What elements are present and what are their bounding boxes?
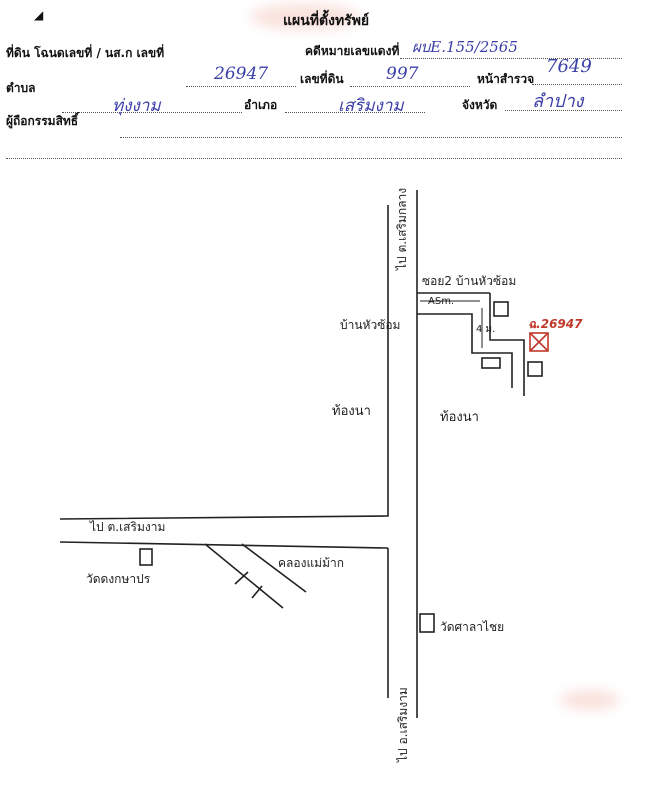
building [481, 357, 501, 369]
province-label: จังหวัด [462, 98, 498, 112]
plot-label: ฉ.26947 [528, 317, 583, 331]
plot-marker [529, 332, 549, 352]
dotted-line [62, 112, 242, 113]
parcel-label: เลขที่ดิน [300, 72, 344, 86]
corner-mark: ◢ [34, 8, 44, 22]
canal-label: คลองแม่ม้าก [278, 556, 345, 570]
dotted-line [120, 137, 622, 138]
paper-stain [250, 4, 360, 30]
soi-bottom-edge [417, 313, 513, 388]
building [527, 361, 543, 377]
temple-right-box [419, 613, 435, 633]
road-south-label: ไป อ.เสริมงาม [396, 687, 410, 762]
paper-stain [560, 690, 620, 710]
subdistrict-label: ตำบล [6, 81, 36, 95]
building [493, 301, 509, 317]
field-left-label: ท้องนา [332, 404, 371, 419]
owner-label: ผู้ถือกรรมสิทธิ์ [6, 114, 79, 128]
district-value: เสริมงาม [338, 96, 404, 116]
page-title: แผนที่ตั้งทรัพย์ [283, 13, 370, 29]
temple-right-label: วัดศาลาไชย [440, 620, 505, 634]
dotted-line [400, 58, 622, 59]
distance-label: ASm. [428, 296, 455, 307]
field-right-label: ท้องนา [440, 410, 479, 425]
main-road-west-edge [59, 205, 389, 520]
canal-cross-1 [234, 571, 249, 585]
canal-edge-right [241, 543, 307, 593]
road-north-label: ไป ต.เสริมกลาง [395, 187, 409, 270]
dotted-line [6, 158, 622, 159]
road-west-label: ไป ต.เสริมงาม [90, 520, 166, 534]
land-value: 26947 [214, 64, 269, 84]
west-road-lower-edge [59, 541, 389, 549]
district-label: อำเภอ [244, 98, 278, 112]
land-label: ที่ดิน โฉนดเลขที่ / นส.ก เลขที่ [6, 46, 165, 60]
survey-label: หน้าสำรวจ [477, 72, 535, 86]
lane-east-edge [489, 293, 525, 396]
parcel-value: 997 [386, 64, 419, 84]
dotted-line [532, 84, 622, 85]
subdistrict-value: ทุ่งงาม [112, 96, 161, 116]
case-no-value: ผบE.155/2565 [412, 38, 518, 56]
dotted-line [350, 86, 470, 87]
village-label: บ้านหัวซ้อม [340, 318, 401, 332]
lane-width-label: 4 ม. [476, 324, 496, 335]
dotted-line [285, 112, 425, 113]
temple-left-label: วัดดงกษาปร [86, 572, 151, 586]
case-no-label: คดีหมายเลขแดงที่ [305, 44, 400, 58]
dotted-line [186, 86, 296, 87]
temple-left-box [139, 548, 153, 566]
dotted-line [505, 110, 622, 111]
canal-cross-2 [251, 585, 263, 599]
plot-marker-cross [529, 332, 549, 352]
soi-label: ซอย2 บ้านหัวซ้อม [422, 274, 517, 288]
survey-value: 7649 [546, 56, 592, 77]
province-value: ลำปาง [532, 91, 584, 112]
